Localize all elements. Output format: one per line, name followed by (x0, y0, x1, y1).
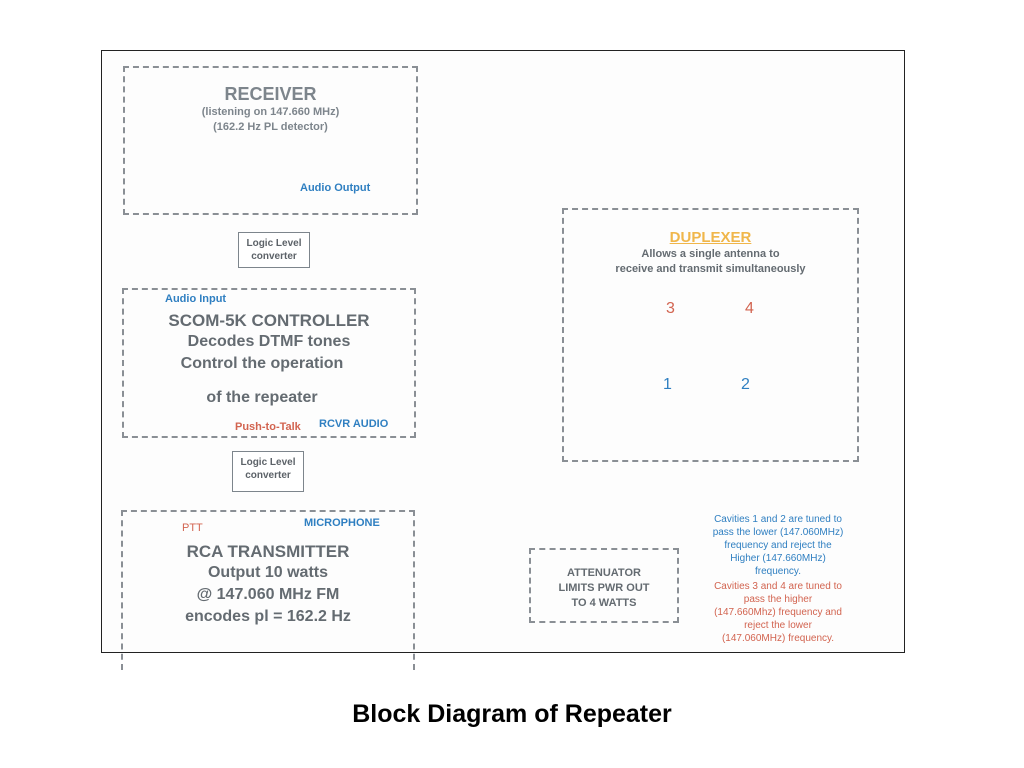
rx-note-line: pass the higher (743, 594, 813, 605)
controller-line2: Control the operation (180, 355, 344, 372)
tx-cavity-note: Cavities 1 and 2 are tuned to pass the l… (700, 513, 856, 578)
rx-note-line: reject the lower (744, 620, 812, 631)
rx-cavity-note: Cavities 3 and 4 are tuned to pass the h… (700, 580, 856, 645)
receiver-freq: (listening on 147.660 MHz) (201, 106, 340, 118)
attenuator-line1: ATTENUATOR (567, 567, 641, 579)
logic-level-converter-bottom: Logic Level converter (232, 451, 304, 492)
transmitter-title: RCA TRANSMITTER (186, 542, 350, 561)
cavity-2-label: 2 (741, 376, 750, 393)
duplexer-line2: receive and transmit simultaneously (615, 263, 806, 275)
tx-note-line: frequency. (755, 566, 801, 577)
transmitter-line3: encodes pl = 162.2 Hz (185, 608, 351, 625)
controller-line1: Decodes DTMF tones (187, 333, 351, 350)
tx-note-line: Cavities 1 and 2 are tuned to (714, 514, 842, 525)
receiver-title: RECEIVER (224, 84, 317, 104)
cavity-1-label: 1 (663, 376, 672, 393)
tx-note-line: pass the lower (147.060MHz) (712, 527, 844, 538)
receiver-box (123, 66, 418, 215)
push-to-talk-label: Push-to-Talk (235, 421, 301, 433)
attenuator-box (529, 548, 679, 623)
controller-title: SCOM-5K CONTROLLER (168, 311, 370, 330)
tx-note-line: Higher (147.660MHz) (730, 553, 826, 564)
cavity-3-label: 3 (666, 300, 675, 317)
cavity-4-label: 4 (745, 300, 754, 317)
llc-top-line2: converter (251, 251, 297, 262)
slide-caption: Block Diagram of Repeater (352, 700, 672, 728)
transmitter-line1: Output 10 watts (207, 564, 328, 581)
controller-box (122, 288, 416, 438)
attenuator-line2: LIMITS PWR OUT (558, 582, 650, 594)
controller-line3: of the repeater (206, 389, 318, 406)
transmitter-box (121, 510, 415, 670)
tx-note-line: frequency and reject the (724, 540, 832, 551)
rx-note-line: Cavities 3 and 4 are tuned to (714, 581, 842, 592)
transmitter-line2: @ 147.060 MHz FM (196, 586, 340, 603)
duplexer-line1: Allows a single antenna to (641, 248, 780, 260)
rx-note-line: (147.060MHz) frequency. (721, 633, 835, 644)
duplexer-box (562, 208, 859, 462)
audio-output-label: Audio Output (300, 182, 371, 194)
microphone-label: MICROPHONE (304, 517, 380, 529)
audio-input-label: Audio Input (165, 293, 227, 305)
rx-note-line: (147.660Mhz) frequency and (714, 607, 842, 618)
attenuator-line3: TO 4 WATTS (571, 597, 637, 609)
rcvr-audio-label: RCVR AUDIO (319, 418, 389, 430)
duplexer-title: DUPLEXER (669, 229, 752, 246)
llc-bottom-line2: converter (245, 470, 291, 481)
receiver-pl: (162.2 Hz PL detector) (213, 121, 328, 133)
llc-top-line1: Logic Level (246, 238, 302, 249)
diagram-frame (101, 50, 905, 653)
logic-level-converter-top: Logic Level converter (238, 232, 310, 268)
ptt-label: PTT (182, 522, 203, 534)
llc-bottom-line1: Logic Level (240, 457, 296, 468)
